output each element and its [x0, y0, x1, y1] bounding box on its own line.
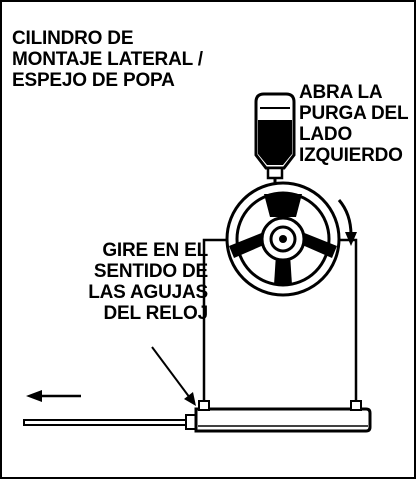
- rotate-line: SENTIDO DE: [93, 261, 208, 282]
- rotate-line: GIRE EN EL: [102, 240, 208, 261]
- open-left-bleed-label: ABRA LA PURGA DEL LADO IZQUIERDO: [299, 82, 409, 166]
- pointer-arrow-icon: [151, 346, 196, 406]
- cylinder-title: CILINDRO DE MONTAJE LATERAL / ESPEJO DE …: [12, 28, 203, 91]
- rotate-line: LAS AGUJAS: [88, 282, 208, 303]
- right-hose: [339, 238, 358, 402]
- title-line: MONTAJE LATERAL /: [12, 49, 203, 70]
- turn-clockwise-label: GIRE EN EL SENTIDO DE LAS AGUJAS DEL REL…: [22, 240, 208, 324]
- purge-line: ABRA LA: [299, 82, 383, 103]
- purge-line: IZQUIERDO: [299, 145, 403, 166]
- title-line: CILINDRO DE: [12, 28, 134, 49]
- left-arrow-icon: [26, 390, 81, 402]
- left-hose: [202, 238, 228, 402]
- purge-line: LADO: [299, 124, 353, 145]
- rotate-line: DEL RELOJ: [103, 303, 209, 324]
- oil-bottle-icon: [254, 92, 296, 192]
- purge-line: PURGA DEL: [299, 103, 409, 124]
- title-line: ESPEJO DE POPA: [12, 70, 175, 91]
- clockwise-arrow-icon: [337, 199, 357, 246]
- steering-wheel-icon: [225, 181, 341, 297]
- hydraulic-lines: [202, 238, 358, 402]
- hydraulic-cylinder-icon: [23, 400, 372, 433]
